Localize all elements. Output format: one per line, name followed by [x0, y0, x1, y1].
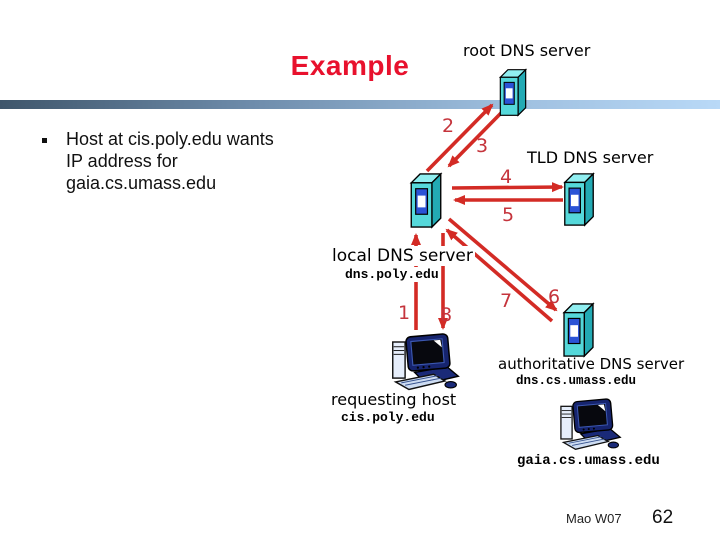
bullet-line: IP address for — [66, 151, 178, 171]
root-dns-server-label: root DNS server — [463, 41, 591, 60]
arrow-step6-local-to-auth — [447, 217, 558, 312]
footer-author: Mao W07 — [566, 511, 622, 526]
arrow-step2-local-to-root — [425, 103, 494, 173]
step-number-2: 2 — [442, 115, 455, 137]
gaia-host-hostname: gaia.cs.umass.edu — [517, 453, 660, 469]
local-dns-server-label: local DNS server — [330, 246, 475, 266]
authoritative-dns-server-icon — [562, 302, 595, 358]
arrow-step7-auth-to-local — [445, 228, 554, 323]
tld-dns-server-label: TLD DNS server — [527, 148, 654, 167]
arrow-step3-root-to-local — [447, 108, 506, 168]
step-number-8: 8 — [440, 304, 453, 326]
bullet-square-icon — [42, 138, 47, 143]
requesting-host-label: requesting host — [331, 390, 457, 409]
step-number-4: 4 — [500, 166, 513, 188]
bullet-line: gaia.cs.umass.edu — [66, 173, 217, 193]
local-dns-server-icon — [409, 172, 443, 229]
step-number-1: 1 — [398, 302, 411, 324]
requesting-host-hostname: cis.poly.edu — [341, 410, 435, 425]
step-number-3: 3 — [476, 135, 489, 157]
step-number-5: 5 — [502, 204, 515, 226]
tld-dns-server-icon — [563, 172, 595, 227]
gaia-host-computer-icon — [560, 398, 622, 450]
arrow-step4-local-to-tld — [451, 182, 564, 193]
step-number-7: 7 — [500, 290, 513, 312]
page-title: Example — [290, 50, 410, 81]
root-dns-server-icon — [498, 68, 528, 117]
divider-bar — [0, 100, 720, 109]
step-number-6: 6 — [548, 286, 561, 308]
bullet-line: Host at cis.poly.edu wants — [66, 129, 274, 149]
local-dns-server-hostname: dns.poly.edu — [343, 267, 441, 282]
requesting-host-computer-icon — [392, 333, 460, 391]
bullet-item: Host at cis.poly.edu wants IP address fo… — [40, 128, 340, 194]
authoritative-dns-server-label: authoritative DNS server — [498, 355, 685, 373]
authoritative-dns-server-hostname: dns.cs.umass.edu — [516, 374, 637, 388]
footer-page-number: 62 — [652, 507, 674, 528]
